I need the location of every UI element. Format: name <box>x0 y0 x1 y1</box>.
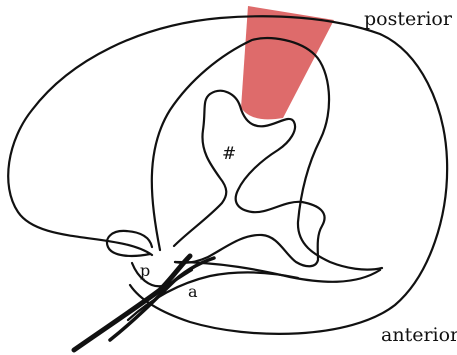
a-label: a <box>188 284 198 300</box>
stalk-branch-1 <box>110 258 214 340</box>
posterior-label: posterior <box>364 10 452 29</box>
outer-outline <box>8 16 447 334</box>
stalk-main <box>74 256 190 350</box>
hash-label: # <box>222 146 236 163</box>
anterior-label: anterior <box>381 326 457 345</box>
p-label: p <box>140 263 150 279</box>
anterior-flap-outline <box>175 262 380 282</box>
